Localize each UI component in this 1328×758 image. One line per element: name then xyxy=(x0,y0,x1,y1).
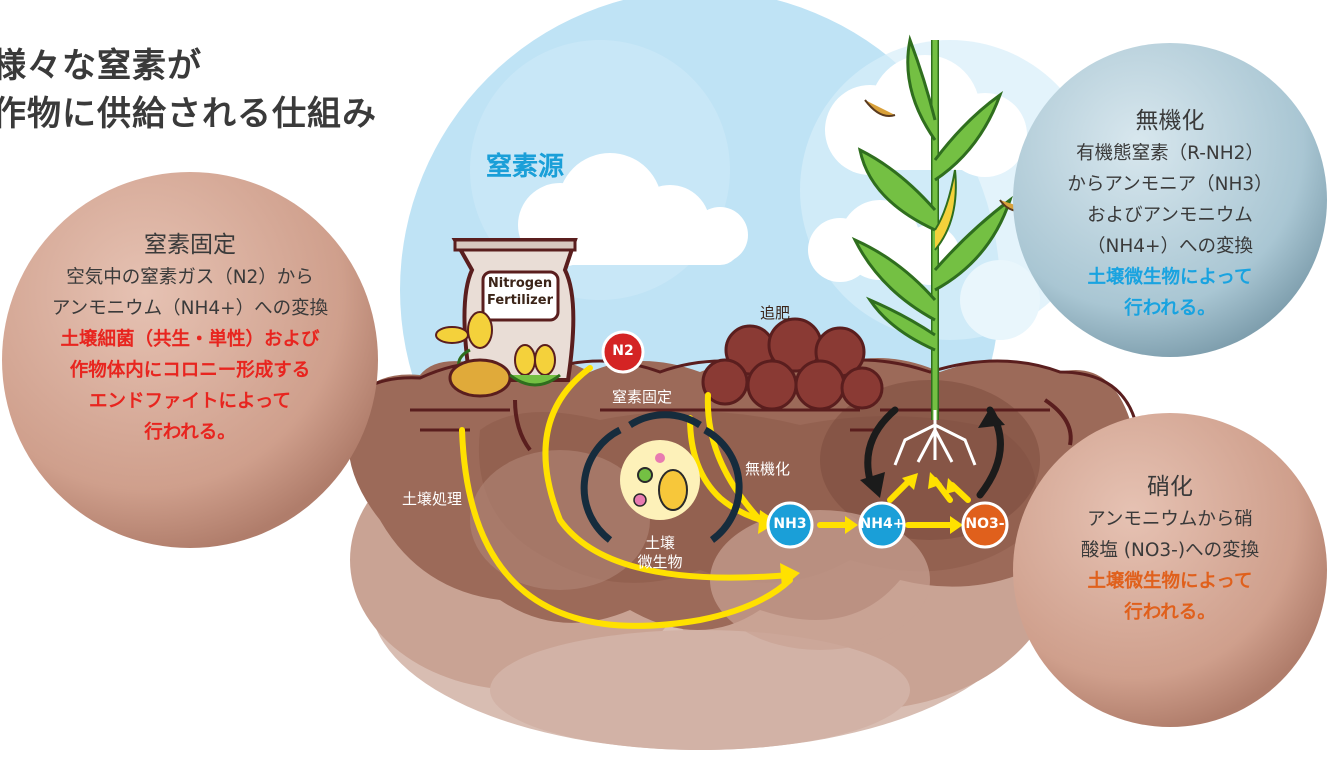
fertilizer-bag-label: Nitrogen Fertilizer xyxy=(480,275,560,309)
mineralization-bubble xyxy=(1013,43,1327,357)
no3-ion-label: NO3- xyxy=(965,516,1005,532)
microbes-label-line-1: 土壌 xyxy=(644,534,675,552)
title-line-2: 作物に供給される仕組み xyxy=(0,94,377,134)
nitrification-text: 硝化 アンモニウムから硝 酸塩 (NO3-)への変換 土壌微生物によって 行われ… xyxy=(1020,470,1320,628)
fixation-heading: 窒素固定 xyxy=(144,232,236,258)
grain-icon xyxy=(509,344,561,387)
topdress-label: 追肥 xyxy=(760,304,791,322)
fixation-line-1: 空気中の窒素ガス（N2）から xyxy=(66,267,314,288)
nitrogen-flow-arrows xyxy=(459,365,971,629)
fixation-line-2: アンモニウム（NH4+）への変換 xyxy=(51,298,329,319)
mineralization-line-2: からアンモニア（NH3） xyxy=(1067,174,1273,195)
bag-label-line-2: Fertilizer xyxy=(487,293,553,308)
mineralization-line-3: およびアンモニウム xyxy=(1087,205,1253,226)
topdress-fertilizer-pellets xyxy=(701,317,884,411)
mineralization-emphasis-2: 行われる。 xyxy=(1124,298,1216,319)
soil-treatment-label: 土壌処理 xyxy=(402,490,463,508)
fixation-emphasis-1: 土壌細菌（共生・単性）および xyxy=(60,329,320,350)
fixation-emphasis-4: 行われる。 xyxy=(144,422,236,443)
nitrification-line-1: アンモニウムから硝 xyxy=(1087,509,1253,530)
cloud-group xyxy=(518,55,1040,340)
fixation-emphasis-3: エンドファイトによって xyxy=(88,391,292,412)
fixation-emphasis-2: 作物体内にコロニー形成する xyxy=(69,360,311,381)
microbes-label-line-2: 微生物 xyxy=(637,553,683,571)
soil-microbes-icon xyxy=(580,411,743,543)
mineralization-label: 無機化 xyxy=(745,460,791,478)
nitrogen-source-label: 窒素源 xyxy=(486,152,565,182)
bag-label-line-1: Nitrogen xyxy=(487,276,553,291)
nitrification-emphasis-2: 行われる。 xyxy=(1124,602,1216,623)
fixation-bubble xyxy=(2,172,378,548)
page-title: 様々な窒素が 作物に供給される仕組み xyxy=(0,42,377,138)
soil-microbes-label: 土壌 微生物 xyxy=(635,534,685,572)
sprout-icon xyxy=(435,311,512,398)
nitrification-line-2: 酸塩 (NO3-)への変換 xyxy=(1080,540,1260,561)
mineralization-text: 無機化 有機態窒素（R-NH2） からアンモニア（NH3） およびアンモニウム … xyxy=(1020,104,1320,324)
mineralization-heading: 無機化 xyxy=(1135,108,1205,134)
nh4-ion-label: NH4+ xyxy=(859,516,905,532)
nitrification-heading: 硝化 xyxy=(1147,474,1193,500)
mineralization-emphasis-1: 土壌微生物によって xyxy=(1087,267,1253,288)
nh3-ion-label: NH3 xyxy=(773,516,807,532)
nitrification-bubble xyxy=(1013,413,1327,727)
n2-ion-label: N2 xyxy=(612,343,634,359)
nitrification-emphasis-1: 土壌微生物によって xyxy=(1087,571,1253,592)
corn-plant-icon xyxy=(851,34,1031,466)
mineralization-line-1: 有機態窒素（R-NH2） xyxy=(1076,143,1264,164)
mineralization-line-4: （NH4+）への変換 xyxy=(1086,236,1254,257)
fixation-text: 窒素固定 空気中の窒素ガス（N2）から アンモニウム（NH4+）への変換 土壌細… xyxy=(2,228,378,448)
title-line-1: 様々な窒素が xyxy=(0,46,202,86)
ion-markers xyxy=(601,330,1009,549)
fixation-label: 窒素固定 xyxy=(612,388,673,406)
